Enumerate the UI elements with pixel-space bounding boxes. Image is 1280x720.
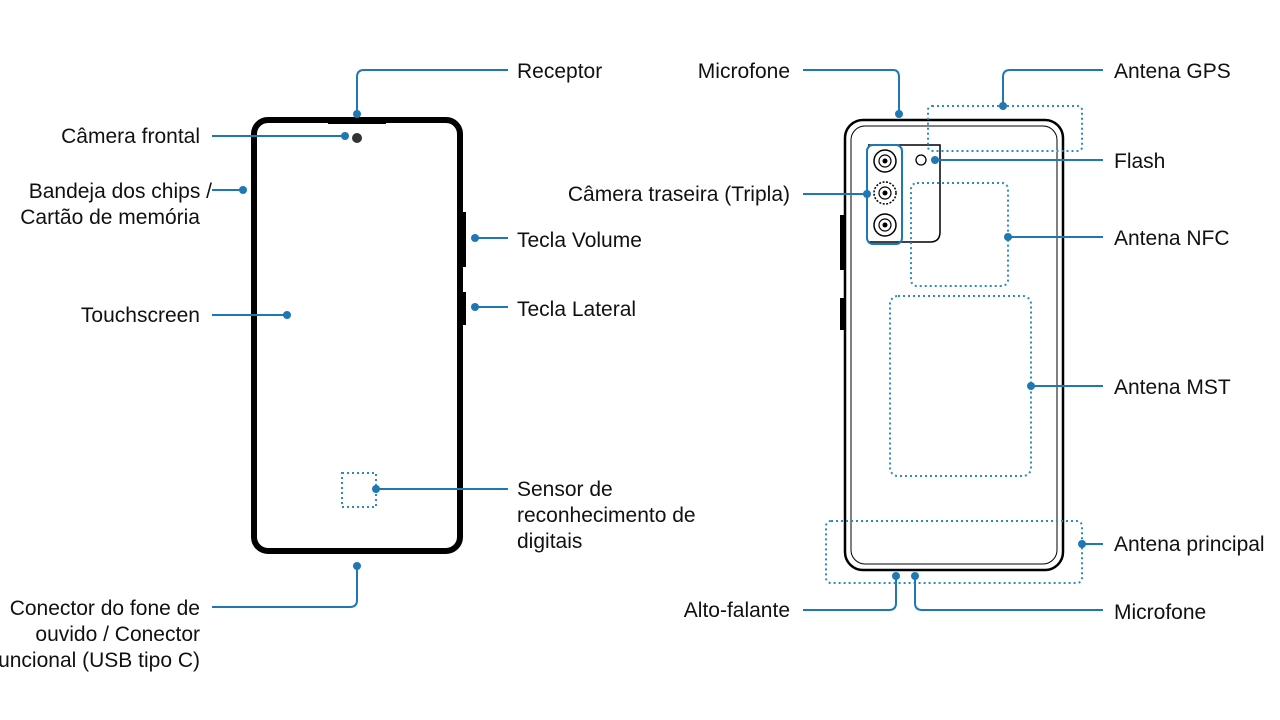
rear-lens-2 (873, 181, 897, 205)
label-gps-antenna: Antena GPS (1114, 60, 1231, 83)
label-front-camera: Câmera frontal (61, 125, 200, 148)
leader-microphone-bottom (914, 576, 1103, 611)
main-antenna-area (825, 520, 1083, 584)
front-phone (251, 117, 466, 554)
nfc-antenna-area (910, 182, 1009, 287)
back-left-key-1 (840, 215, 845, 270)
flash-shape (915, 154, 927, 166)
label-mst-antenna: Antena MST (1114, 376, 1231, 399)
leader-dot-fingerprint (372, 485, 380, 493)
label-connector-line2: ouvido / Conector (35, 623, 200, 646)
leader-dot-sim-tray (239, 186, 247, 194)
back-left-key-2 (840, 298, 845, 330)
leader-dot-receiver (353, 110, 361, 118)
label-connector-line3: funcional (USB tipo C) (0, 649, 200, 672)
label-fingerprint-line2: reconhecimento de (517, 504, 696, 527)
front-labels: Receptor Câmera frontal Bandeja dos chip… (0, 60, 696, 672)
leader-dot-connector (353, 562, 361, 570)
front-leaders (212, 69, 508, 608)
front-camera-hole (352, 133, 362, 143)
leader-connector (212, 566, 358, 608)
leader-dot-speaker (892, 572, 900, 580)
leader-receiver (356, 69, 508, 114)
camera-module-outline (868, 144, 941, 243)
label-fingerprint-line1: Sensor de (517, 478, 613, 501)
front-phone-body (251, 117, 463, 554)
back-phone-inner (850, 125, 1058, 565)
label-connector-line1: Conector do fone de (10, 597, 200, 620)
leader-dot-microphone-bottom (911, 572, 919, 580)
leader-dot-main-antenna (1078, 540, 1086, 548)
back-labels: Microfone Antena GPS Flash Câmera trasei… (568, 60, 1265, 624)
back-phone (825, 105, 1083, 584)
leader-dot-gps-antenna (999, 102, 1007, 110)
label-touchscreen: Touchscreen (81, 304, 200, 327)
front-receiver-slot (328, 121, 386, 124)
volume-key-shape (461, 212, 466, 267)
leader-dot-flash (931, 156, 939, 164)
leader-dot-nfc-antenna (1004, 233, 1012, 241)
leader-dot-microphone-top (895, 110, 903, 118)
label-rear-camera: Câmera traseira (Tripla) (568, 183, 790, 206)
label-receiver: Receptor (517, 60, 602, 83)
label-side-key: Tecla Lateral (517, 298, 636, 321)
leader-gps-antenna (1002, 69, 1103, 106)
leader-microphone-top (803, 69, 900, 114)
leader-speaker (803, 576, 897, 611)
label-main-antenna: Antena principal (1114, 533, 1265, 556)
leader-dot-rear-camera (863, 190, 871, 198)
label-microphone-top: Microfone (698, 60, 790, 83)
label-microphone-bottom: Microfone (1114, 601, 1206, 624)
rear-lens-3 (873, 213, 897, 237)
back-leaders (803, 69, 1103, 611)
leader-dot-touchscreen (283, 311, 291, 319)
label-sim-tray-line1: Bandeja dos chips / (29, 180, 212, 203)
label-sim-tray-line2: Cartão de memória (20, 206, 200, 229)
gps-antenna-area (927, 105, 1083, 152)
leader-dot-volume-key (471, 234, 479, 242)
label-nfc-antenna: Antena NFC (1114, 227, 1230, 250)
leader-dot-front-camera (341, 132, 349, 140)
back-phone-body (843, 118, 1065, 572)
fingerprint-area (341, 472, 377, 508)
label-speaker: Alto-falante (684, 599, 790, 622)
side-key-shape (461, 292, 466, 325)
label-volume-key: Tecla Volume (517, 229, 642, 252)
leader-dot-side-key (471, 303, 479, 311)
mst-antenna-area (889, 295, 1032, 477)
leader-dot-mst-antenna (1027, 382, 1035, 390)
label-flash: Flash (1114, 150, 1165, 173)
label-fingerprint-line3: digitais (517, 530, 582, 553)
rear-lens-1 (873, 149, 897, 173)
